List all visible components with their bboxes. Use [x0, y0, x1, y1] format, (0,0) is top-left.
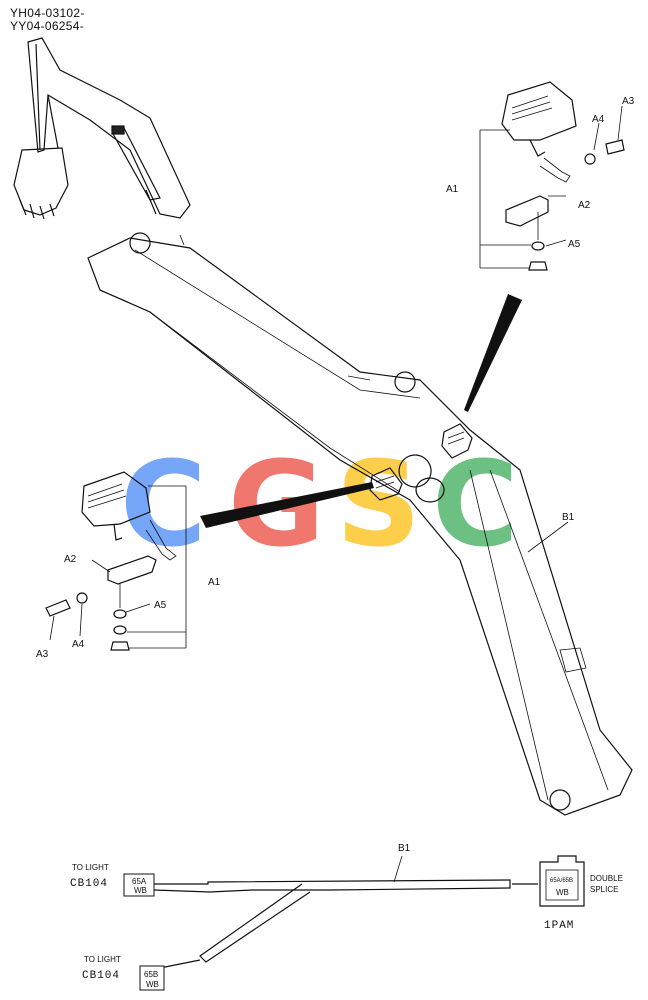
callout-top-a4: A4	[592, 114, 605, 125]
double-splice-label-1: DOUBLE	[590, 874, 623, 883]
splice-code: 65A/65B	[550, 878, 573, 884]
serial-range-2: YY04-06254-	[10, 19, 85, 33]
splice-color: WB	[556, 888, 569, 897]
excavator-thumbnail	[13, 37, 191, 220]
pointer-wedge-lower	[200, 482, 374, 528]
watermark-letter-s: S	[336, 435, 421, 573]
double-splice-connector	[539, 855, 585, 907]
wiring-harness	[153, 855, 538, 969]
callout-top-a1: A1	[446, 184, 459, 195]
callout-top-a3: A3	[622, 96, 635, 107]
boom-label-b1: B1	[562, 512, 575, 523]
watermark: C G S C	[120, 435, 519, 573]
connector-65a	[123, 873, 155, 897]
connector-65b-color: WB	[146, 980, 159, 989]
to-light-label-1: TO LIGHT	[72, 863, 109, 872]
boom-light-upper	[441, 423, 473, 459]
to-light-label-2: TO LIGHT	[84, 955, 121, 964]
watermark-letter-c1: C	[120, 435, 207, 573]
light-detail-left	[45, 471, 187, 651]
callout-left-a5: A5	[154, 600, 167, 611]
callout-left-a3: A3	[36, 649, 49, 660]
boom-light-lower	[369, 467, 403, 501]
callout-left-a2: A2	[64, 554, 77, 565]
watermark-letter-c2: C	[432, 435, 519, 573]
callout-left-a4: A4	[72, 639, 85, 650]
cb104-label-1: CB104	[70, 878, 108, 890]
callout-left-a1: A1	[208, 577, 221, 588]
connector-65a-code: 65A	[132, 877, 147, 886]
boom-label-leader	[527, 521, 569, 553]
pam-label: 1PAM	[544, 920, 574, 932]
callout-top-a2: A2	[578, 200, 591, 211]
connector-65a-color: WB	[134, 886, 147, 895]
boom-assembly	[87, 232, 633, 816]
connector-65b	[139, 965, 165, 991]
serial-range-1: YH04-03102-	[10, 6, 85, 20]
pointer-wedge-upper	[464, 294, 522, 412]
connector-65b-code: 65B	[144, 970, 158, 979]
harness-label-b1: B1	[398, 843, 411, 854]
cb104-label-2: CB104	[82, 970, 120, 982]
double-splice-label-2: SPLICE	[590, 885, 618, 894]
callout-top-a5: A5	[568, 239, 581, 250]
light-detail-top	[479, 81, 625, 271]
